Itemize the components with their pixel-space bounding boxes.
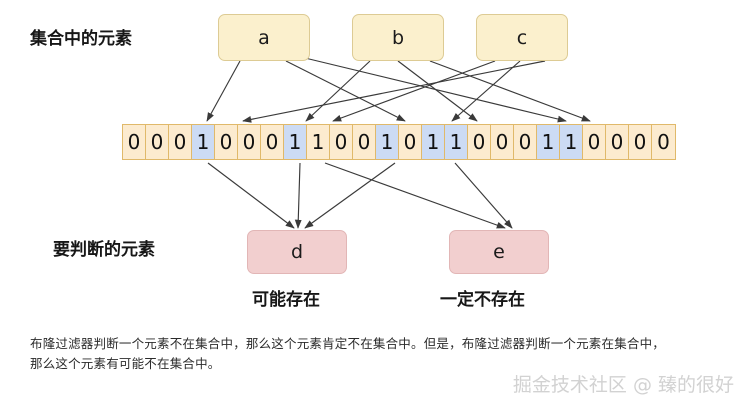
bit-cell-12: 0 xyxy=(399,125,422,159)
bit-cell-21: 0 xyxy=(606,125,629,159)
arrow-a-to-bit-18 xyxy=(304,57,567,123)
bit-cell-22: 0 xyxy=(629,125,652,159)
arrow-c-to-bit-8 xyxy=(332,60,496,122)
caption-text: 布隆过滤器判断一个元素不在集合中，那么这个元素肯定不在集合中。但是，布隆过滤器判… xyxy=(30,336,666,371)
bit-cell-16: 0 xyxy=(491,125,514,159)
arrow-bit-13-to-e xyxy=(454,162,513,229)
arrow-bit-11-to-d xyxy=(304,162,396,229)
bit-cell-8: 1 xyxy=(307,125,330,159)
bit-cell-9: 0 xyxy=(330,125,353,159)
query-element-box-e: e xyxy=(449,230,549,274)
arrow-bit-7-to-d xyxy=(294,162,302,229)
bit-cell-7: 1 xyxy=(284,125,307,159)
bit-cell-6: 0 xyxy=(261,125,284,159)
bit-cell-3: 1 xyxy=(192,125,215,159)
set-element-box-c: c xyxy=(476,14,568,61)
set-elements-label: 集合中的元素 xyxy=(30,29,132,49)
arrow-b-to-bit-7 xyxy=(305,60,371,122)
arrow-bit-3-to-d xyxy=(207,162,295,229)
arrow-a-to-bit-11 xyxy=(285,60,406,122)
bit-cell-20: 0 xyxy=(583,125,606,159)
arrow-b-to-bit-19 xyxy=(429,60,591,122)
bit-cell-17: 0 xyxy=(514,125,537,159)
verdict-label-d: 可能存在 xyxy=(252,290,320,310)
bit-cell-5: 0 xyxy=(238,125,261,159)
set-element-box-b: b xyxy=(352,14,444,61)
arrow-b-to-bit-14 xyxy=(397,60,478,122)
arrow-c-to-bit-13 xyxy=(451,60,521,122)
bit-cell-1: 0 xyxy=(146,125,169,159)
bit-cell-13: 1 xyxy=(422,125,445,159)
bit-cell-18: 1 xyxy=(537,125,560,159)
bit-cell-2: 0 xyxy=(169,125,192,159)
arrow-c-to-bit-3 xyxy=(242,60,546,123)
bit-cell-15: 0 xyxy=(468,125,491,159)
query-element-box-d: d xyxy=(247,230,347,274)
bit-cell-10: 0 xyxy=(353,125,376,159)
arrow-bit-8-to-e xyxy=(324,162,506,229)
bit-cell-23: 0 xyxy=(652,125,675,159)
watermark: 掘金技术社区 @ 臻的很好 xyxy=(512,374,734,396)
query-elements-label: 要判断的元素 xyxy=(53,240,155,260)
arrow-a-to-bit-3 xyxy=(206,60,241,122)
set-element-box-a: a xyxy=(218,14,310,61)
bit-cell-11: 1 xyxy=(376,125,399,159)
bit-cell-19: 1 xyxy=(560,125,583,159)
bit-cell-14: 1 xyxy=(445,125,468,159)
verdict-label-e: 一定不存在 xyxy=(440,290,525,310)
bit-cell-0: 0 xyxy=(123,125,146,159)
bit-cell-4: 0 xyxy=(215,125,238,159)
